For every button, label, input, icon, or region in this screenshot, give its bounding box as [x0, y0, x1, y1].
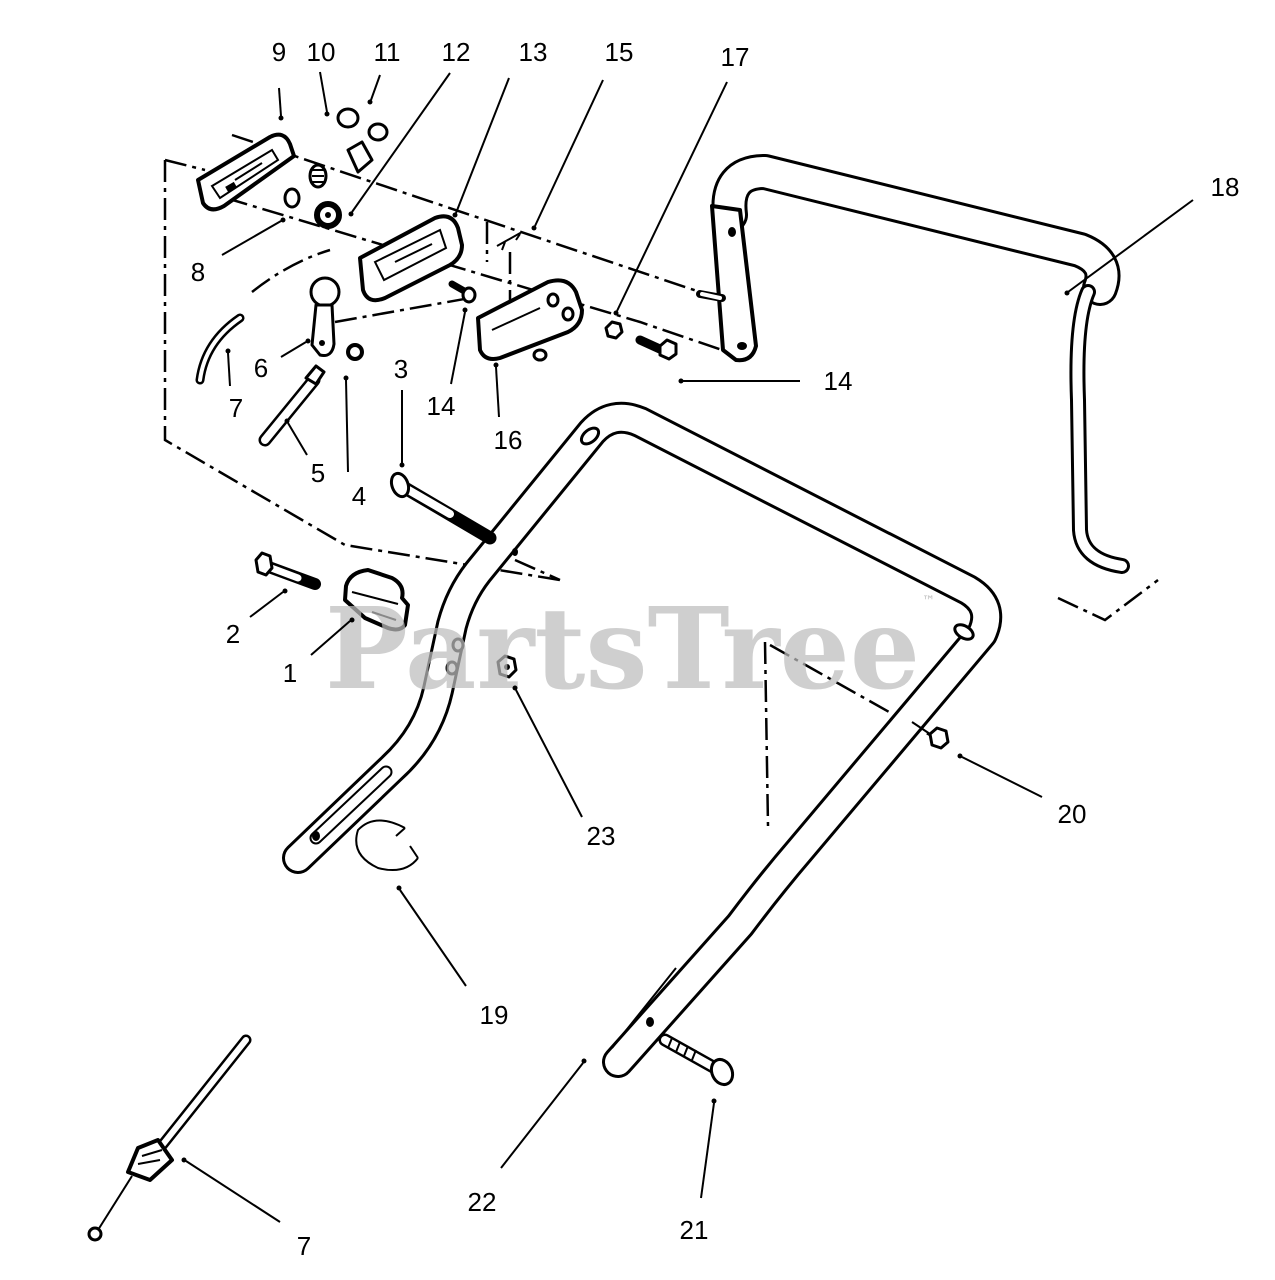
part-11 [336, 107, 389, 174]
part-10 [308, 163, 328, 189]
callout-7-lower: 7 [297, 1231, 311, 1261]
part-1 [343, 568, 410, 632]
callout-labels: 9 10 11 12 13 15 17 18 8 6 7 3 14 14 16 … [191, 37, 1240, 1261]
part-15 [496, 231, 523, 251]
part-8 [283, 187, 301, 209]
part-5 [258, 364, 326, 447]
upper-handle [696, 154, 1130, 574]
callout-12: 12 [442, 37, 471, 67]
part-12 [314, 201, 342, 229]
callout-13: 13 [519, 37, 548, 67]
callout-20: 20 [1058, 799, 1087, 829]
part-14-left [448, 280, 477, 304]
part-7-rod [195, 313, 245, 385]
callout-16: 16 [494, 425, 523, 455]
part-17 [604, 320, 624, 340]
callout-23: 23 [587, 821, 616, 851]
callout-18: 18 [1211, 172, 1240, 202]
callout-9: 9 [272, 37, 286, 67]
part-16 [476, 278, 584, 362]
watermark-text: PartsTree [325, 584, 920, 715]
lower-handle [282, 401, 1003, 1078]
part-3 [389, 471, 497, 545]
part-14-right [635, 335, 678, 361]
callout-7-upper: 7 [229, 393, 243, 423]
callout-10: 10 [307, 37, 336, 67]
part-19 [355, 819, 419, 871]
part-21 [658, 1033, 735, 1087]
callout-1: 1 [283, 658, 297, 688]
part-20 [911, 721, 950, 750]
callout-21: 21 [680, 1215, 709, 1245]
part-2 [254, 551, 321, 590]
partstree-watermark: PartsTree ™ [325, 584, 935, 715]
watermark-trademark: ™ [922, 594, 935, 609]
callout-14-right: 14 [824, 366, 853, 396]
part-4 [346, 343, 364, 361]
part-23 [496, 654, 518, 679]
callout-11: 11 [374, 37, 401, 67]
callout-8: 8 [191, 257, 205, 287]
callout-5: 5 [311, 458, 325, 488]
callout-2: 2 [226, 619, 240, 649]
callout-15: 15 [605, 37, 634, 67]
callout-3: 3 [394, 354, 408, 384]
part-13 [358, 214, 464, 303]
part-9 [196, 132, 296, 212]
assembly-guide-lines [163, 133, 1159, 827]
part-7-cable [87, 1034, 252, 1242]
callout-22: 22 [468, 1187, 497, 1217]
callout-4: 4 [352, 481, 366, 511]
part-6 [309, 276, 341, 357]
leader-lines [181, 71, 1194, 1223]
callout-17: 17 [721, 42, 750, 72]
callout-19: 19 [480, 1000, 509, 1030]
callout-14-left: 14 [427, 391, 456, 421]
callout-6: 6 [254, 353, 268, 383]
